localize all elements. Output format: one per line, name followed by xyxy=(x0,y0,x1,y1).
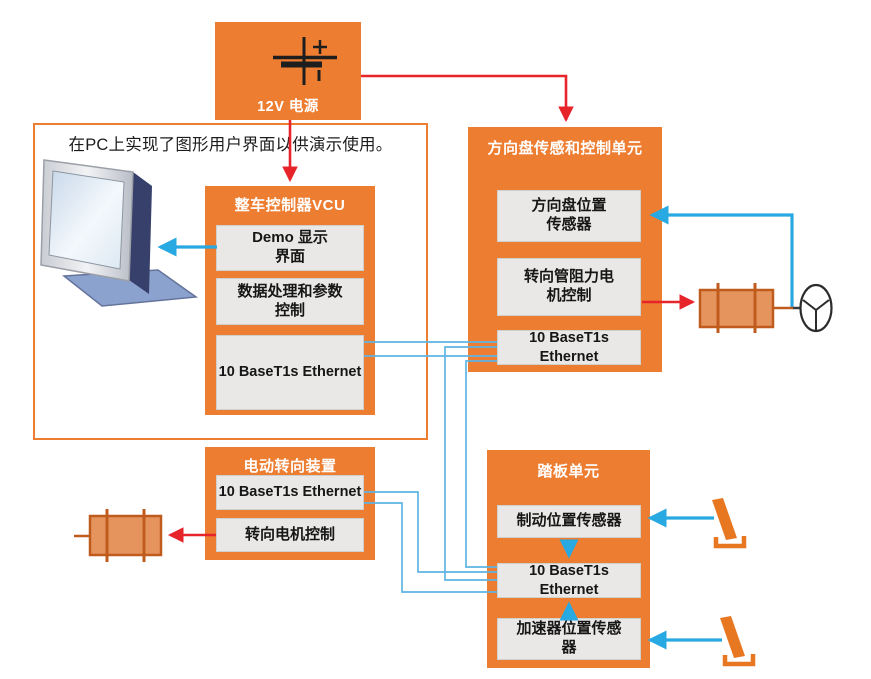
electric-steering-device-title: 电动转向装置 xyxy=(243,458,337,475)
steering-column-motor-icon xyxy=(698,283,803,333)
power-supply-block: 12V 电源 xyxy=(215,22,361,120)
vcu-data-processing-box: 数据处理和参数 控制 xyxy=(216,278,364,325)
accelerator-position-sensor-box: 加速器位置传感 器 xyxy=(497,618,641,660)
power-supply-label: 12V 电源 xyxy=(257,99,319,115)
steering-device-ethernet-box: 10 BaseT1s Ethernet xyxy=(216,475,364,510)
arrow-power-to-steering-unit xyxy=(361,74,574,123)
steering-sensing-unit-title: 方向盘传感和控制单元 xyxy=(487,140,643,157)
steering-wheel-icon xyxy=(799,283,833,333)
steering-resistance-motor-box: 转向管阻力电 机控制 xyxy=(497,258,641,316)
steering-unit-ethernet-box: 10 BaseT1s Ethernet xyxy=(497,330,641,365)
brake-pedal-icon xyxy=(712,498,747,549)
wire-device-to-pedal-1 xyxy=(364,491,497,573)
arrow-wheel-to-position-sensor xyxy=(649,205,794,307)
steering-position-sensor-box: 方向盘位置 传感器 xyxy=(497,190,641,242)
pc-note-text: 在PC上实现了图形用户界面以供演示使用。 xyxy=(68,136,393,154)
pedal-ethernet-box: 10 BaseT1s Ethernet xyxy=(497,563,641,598)
vcu-ethernet-box: 10 BaseT1s Ethernet xyxy=(216,335,364,410)
steering-motor-icon xyxy=(74,509,163,562)
brake-position-sensor-box: 制动位置传感器 xyxy=(497,505,641,538)
wire-device-to-pedal-2 xyxy=(364,502,497,593)
vcu-title: 整车控制器VCU xyxy=(234,197,346,214)
accelerator-pedal-icon xyxy=(720,616,756,667)
steering-motor-control-box: 转向电机控制 xyxy=(216,518,364,552)
pedal-unit-title: 踏板单元 xyxy=(537,463,600,480)
vcu-demo-display-box: Demo 显示 界面 xyxy=(216,225,364,271)
